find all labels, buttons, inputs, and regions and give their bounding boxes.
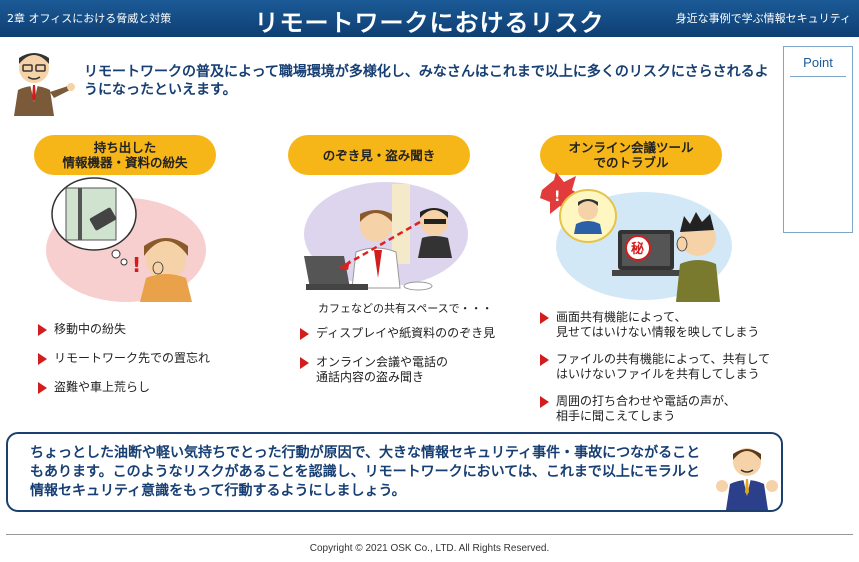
- section-list-lost-devices: 移動中の紛失 リモートワーク先での置忘れ 盗難や車上荒らし: [38, 322, 210, 395]
- section-caption: カフェなどの共有スペースで・・・: [318, 302, 493, 315]
- section-heading-online-meeting: オンライン会議ツール でのトラブル: [540, 135, 722, 175]
- section-heading-peeping: のぞき見・盗み聞き: [288, 135, 470, 175]
- section-list-online-meeting: 画面共有機能によって、 見せてはいけない情報を映してしまう ファイルの共有機能に…: [540, 310, 770, 424]
- lost-device-illustration: !: [46, 177, 206, 302]
- list-item: 移動中の紛失: [38, 322, 210, 337]
- list-item: ファイルの共有機能によって、共有して はいけないファイルを共有してしまう: [540, 352, 770, 382]
- presenter-illustration: [716, 448, 778, 510]
- secret-mark: 秘: [631, 241, 644, 257]
- series-label: 身近な事例で学ぶ情報セキュリティ: [675, 12, 851, 25]
- summary-text: ちょっとした油断や軽い気持ちでとった行動が原因で、大きな情報セキュリティ事件・事…: [30, 445, 701, 499]
- list-item: オンライン会議や電話の 通話内容の盗み聞き: [300, 355, 495, 385]
- presenter-illustration: [14, 53, 75, 116]
- copyright-text: Copyright © 2021 OSK Co., LTD. All Right…: [309, 543, 550, 554]
- alert-mark: !: [554, 189, 560, 205]
- footer-divider: [6, 534, 853, 535]
- online-meeting-illustration: ! 秘: [540, 172, 732, 302]
- list-item: ディスプレイや紙資料ののぞき見: [300, 326, 495, 341]
- chapter-label: 2章 オフィスにおける脅威と対策: [7, 12, 172, 25]
- point-panel[interactable]: Point: [783, 46, 853, 233]
- list-item: 盗難や車上荒らし: [38, 380, 210, 395]
- point-label: Point: [803, 55, 833, 70]
- page-title: リモートワークにおけるリスク: [254, 9, 605, 37]
- list-item: リモートワーク先での置忘れ: [38, 351, 210, 366]
- point-divider: [790, 76, 846, 77]
- section-list-peeping: ディスプレイや紙資料ののぞき見 オンライン会議や電話の 通話内容の盗み聞き: [300, 326, 495, 385]
- intro-text: リモートワークの普及によって職場環境が多様化し、みなさんはこれまで以上に多くのリ…: [84, 64, 769, 98]
- exclamation-mark: !: [132, 253, 141, 277]
- list-item: 画面共有機能によって、 見せてはいけない情報を映してしまう: [540, 310, 770, 340]
- list-item: 周囲の打ち合わせや電話の声が、 相手に聞こえてしまう: [540, 394, 770, 424]
- summary-box: ちょっとした油断や軽い気持ちでとった行動が原因で、大きな情報セキュリティ事件・事…: [6, 432, 783, 512]
- section-heading-lost-devices: 持ち出した 情報機器・資料の紛失: [34, 135, 216, 175]
- header-bar: 2章 オフィスにおける脅威と対策 リモートワークにおけるリスク 身近な事例で学ぶ…: [0, 0, 859, 37]
- peeping-illustration: [304, 182, 468, 291]
